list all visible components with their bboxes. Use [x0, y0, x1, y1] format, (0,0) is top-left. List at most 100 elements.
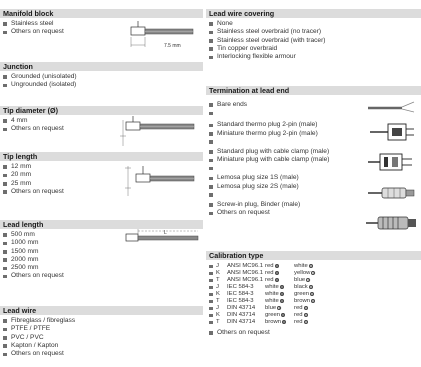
list-item: None: [206, 20, 421, 28]
negative-lead-color-text: red: [294, 319, 303, 325]
list-item: 2000 mm: [0, 256, 203, 264]
positive-lead-color-text: white: [265, 298, 279, 304]
lead-wire-list: Fibreglass / fibreglass PTFE / PTFE PVC …: [0, 317, 203, 358]
section-termination: Termination at lead end Bare ends Standa…: [206, 86, 421, 218]
minus-circle-icon: [310, 291, 315, 296]
tip-diameter-list: 4 mm Others on request: [0, 117, 203, 134]
calibration-standard-text: DIN 43714: [227, 305, 256, 311]
positive-lead-color-text: white: [265, 291, 279, 297]
bare-ends-illustration: [368, 101, 415, 113]
calibration-standard-text: ANSI MC96.1: [227, 270, 264, 276]
manifold-list: Stainless steel Others on request: [0, 20, 203, 37]
list-item: Others on request: [0, 125, 203, 133]
list-item: Lemosa plug size 2S (male): [206, 183, 421, 191]
calibration-type: K: [216, 270, 227, 277]
calibration-type: J: [216, 284, 227, 291]
section-title: Termination at lead end: [206, 86, 421, 95]
negative-lead-color-text: red: [294, 312, 303, 318]
list-item: Lemosa plug size 1S (male): [206, 174, 421, 182]
calibration-standard: DIN 43714: [227, 312, 265, 319]
calibration-standard-text: IEC 584-3: [227, 284, 254, 290]
calibration-standard-text: ANSI MC96.1: [227, 277, 264, 283]
positive-lead-color: white: [265, 298, 294, 305]
section-junction: Junction Grounded (unisolated) Ungrounde…: [0, 62, 203, 90]
bullet: [206, 298, 216, 305]
calibration-type: T: [216, 277, 227, 284]
minus-circle-icon: [306, 277, 311, 282]
positive-lead-color-text: red: [265, 277, 274, 283]
bullet-square: [209, 299, 213, 304]
termination-list: Bare ends Standard thermo plug 2-pin (ma…: [206, 101, 421, 218]
section-tip-diameter: Tip diameter (Ø) 4 mm Others on request: [0, 106, 203, 134]
list-item: Miniature plug with cable clamp (male): [206, 156, 421, 164]
spacer: [206, 109, 421, 121]
spacer: [206, 138, 421, 148]
section-title: Junction: [0, 62, 203, 71]
calibration-type: J: [216, 305, 227, 312]
plus-circle-icon: [274, 270, 279, 275]
calibration-type: T: [216, 298, 227, 305]
plus-circle-icon: [279, 298, 284, 303]
minus-circle-icon: [311, 270, 316, 275]
section-title: Manifold block: [0, 9, 203, 18]
bullet: [206, 263, 216, 270]
calibration-standard: ANSI MC96.1: [227, 270, 265, 277]
negative-lead-color-text: blue: [294, 277, 306, 283]
positive-lead-color-text: red: [265, 263, 274, 269]
section-title: Tip length: [0, 152, 203, 161]
list-item: Tin copper overbraid: [206, 45, 421, 53]
minus-circle-icon: [303, 319, 308, 324]
list-item: 1500 mm: [0, 248, 203, 256]
list-item: PTFE / PTFE: [0, 325, 203, 333]
negative-lead-color: red: [294, 312, 315, 319]
positive-lead-color: white: [265, 291, 294, 298]
calibration-type-text: J: [216, 305, 219, 311]
section-title: Calibration type: [206, 251, 421, 260]
lead-length-drawing: L: [125, 229, 199, 242]
list-item: Grounded (unisolated): [0, 73, 203, 81]
minus-circle-icon: [311, 298, 316, 303]
manifold-dim-label: 7.5 mm: [164, 43, 181, 49]
calibration-standard-text: DIN 43714: [227, 319, 256, 325]
bullet: [206, 319, 216, 326]
calibration-type-text: K: [216, 291, 220, 297]
list-item: 20 mm: [0, 171, 203, 179]
section-title: Lead wire covering: [206, 9, 421, 18]
cable-clamp-plug-illustration: [368, 153, 412, 171]
list-item: Others on request: [0, 28, 203, 36]
minus-circle-icon: [303, 312, 308, 317]
calibration-standard-text: ANSI MC96.1: [227, 263, 264, 269]
section-title: Lead length: [0, 220, 203, 229]
plus-circle-icon: [274, 277, 279, 282]
calibration-standard: IEC 584-3: [227, 298, 265, 305]
tip-length-list: 12 mm 20 mm 25 mm Others on request: [0, 163, 203, 196]
spacer: [206, 191, 421, 201]
plus-circle-icon: [277, 305, 282, 310]
calibration-standard-text: IEC 584-3: [227, 291, 254, 297]
negative-lead-color-text: green: [294, 291, 310, 297]
section-tip-length: Tip length 12 mm 20 mm 25 mm Others on r…: [0, 152, 203, 196]
negative-lead-color: red: [294, 305, 315, 312]
positive-lead-color: red: [265, 270, 294, 277]
section-title: Lead wire: [0, 306, 203, 315]
termination-drawings: [366, 101, 416, 230]
positive-lead-color: blue: [265, 305, 294, 312]
list-item: Stainless steel overbraid (no tracer): [206, 28, 421, 36]
list-item: Kapton / Kapton: [0, 342, 203, 350]
list-item: Ungrounded (isolated): [0, 81, 203, 89]
bullet-square: [209, 306, 213, 311]
lead-length-list: 500 mm 1000 mm 1500 mm 2000 mm 2500 mm O…: [0, 231, 203, 281]
negative-lead-color-text: brown: [294, 298, 311, 304]
section-manifold-block: Manifold block Stainless steel Others on…: [0, 9, 203, 37]
junction-list: Grounded (unisolated) Ungrounded (isolat…: [0, 73, 203, 90]
list-item: Others on request: [206, 329, 421, 337]
positive-lead-color: green: [265, 312, 294, 319]
plus-circle-icon: [279, 284, 284, 289]
list-item: Miniature thermo plug 2-pin (male): [206, 130, 421, 138]
calibration-type: J: [216, 263, 227, 270]
list-item: Fibreglass / fibreglass: [0, 317, 203, 325]
